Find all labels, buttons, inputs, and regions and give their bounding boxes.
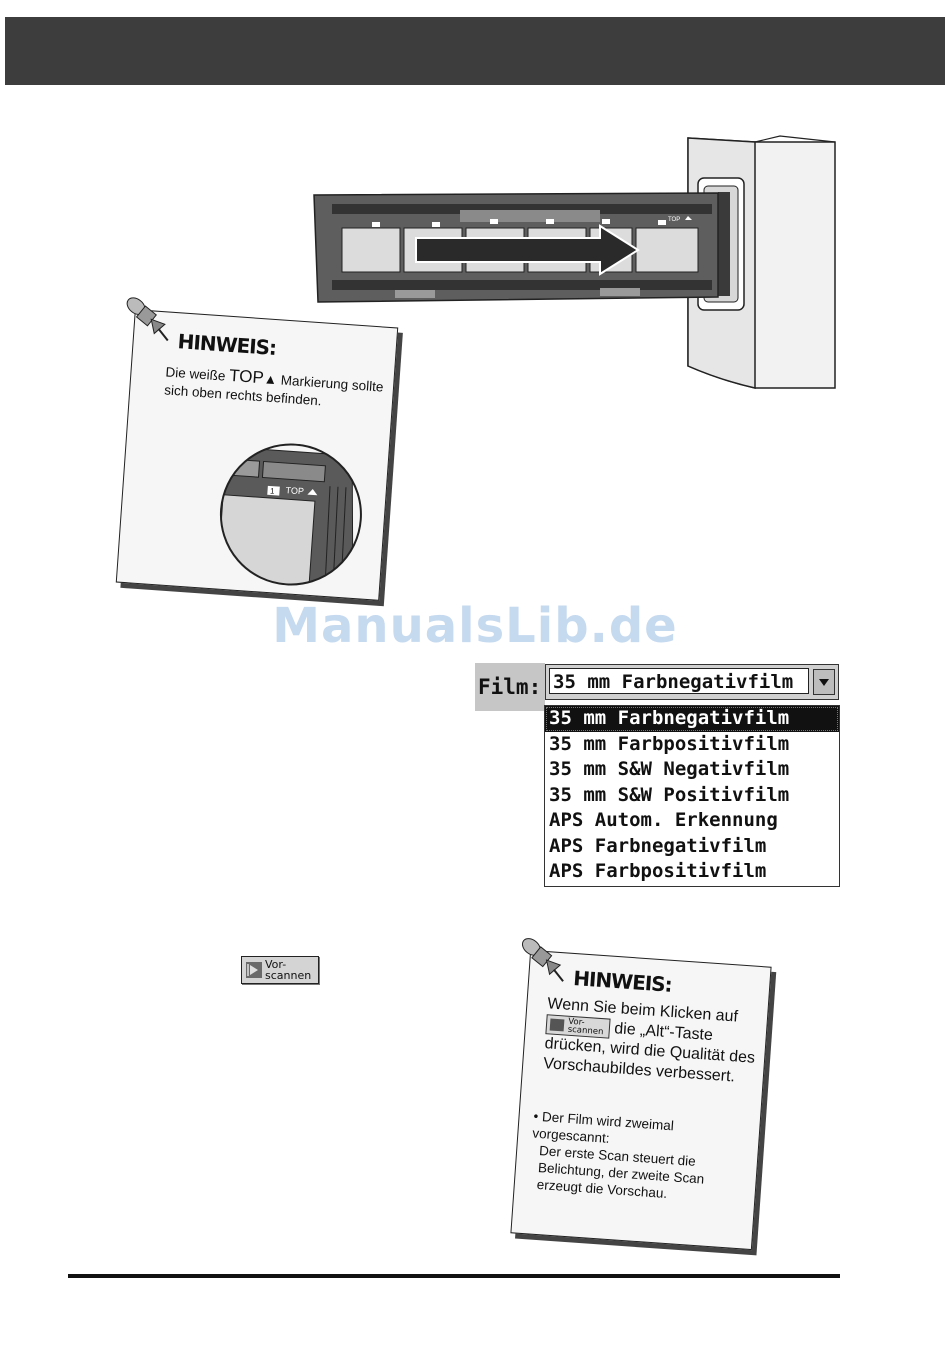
top-mark: TOP	[228, 365, 265, 388]
footer-rule	[68, 1274, 840, 1278]
film-holder: TOP	[313, 192, 719, 303]
film-option[interactable]: APS Farbpositivfilm	[549, 860, 767, 882]
note-title: HINWEIS:	[572, 966, 673, 997]
insert-direction-arrow	[415, 224, 640, 276]
film-type-dropdown[interactable]: 35 mm Farbnegativfilm	[545, 664, 839, 700]
film-option[interactable]: 35 mm S&W Negativfilm	[549, 758, 790, 780]
note-paragraph: Wenn Sie beim Klicken auf Vor- scannen d…	[542, 995, 756, 1086]
top-arrow-icon: ▲	[263, 371, 278, 388]
pushpin-icon	[126, 297, 169, 342]
watermark: ManualsLib.de	[272, 598, 678, 654]
prescan-button[interactable]: Vor- scannen	[241, 956, 319, 984]
note-title: HINWEIS:	[176, 329, 277, 361]
zoom-top-label: TOP	[285, 485, 304, 496]
note-top-orientation: HINWEIS: Die weiße TOP▲ Markierung sollt…	[115, 297, 399, 601]
film-option[interactable]: APS Farbnegativfilm	[549, 834, 767, 857]
prescan-icon	[246, 962, 262, 978]
film-label-background	[475, 663, 545, 711]
film-option[interactable]: 35 mm Farbpositivfilm	[549, 732, 790, 755]
pushpin-icon	[521, 938, 564, 982]
film-option[interactable]: 35 mm Farbnegativfilm	[545, 706, 839, 732]
film-option[interactable]: 35 mm S&W Positivfilm	[549, 783, 790, 806]
film-type-selected-value[interactable]: 35 mm Farbnegativfilm	[549, 668, 809, 694]
film-label: Film:	[478, 675, 542, 699]
header-bar	[5, 17, 945, 85]
note-bullet: • Der Film wird zweimal vorgescannt: Der…	[531, 1108, 705, 1202]
prescan-icon	[549, 1018, 565, 1032]
film-holder-illustration: TOP	[313, 135, 836, 389]
film-option[interactable]: APS Autom. Erkennung	[549, 809, 778, 831]
note-prescan-quality: HINWEIS: Wenn Sie beim Klicken auf Vor- …	[510, 938, 772, 1251]
zoom-frame-number: 1	[270, 487, 276, 496]
prescan-button-label: Vor- scannen	[265, 958, 312, 982]
zoom-detail-illustration: 1 TOP	[216, 439, 366, 590]
note-text: Die weiße TOP▲ Markierung sollte sich ob…	[163, 364, 384, 409]
film-type-option-list: 35 mm Farbnegativfilm 35 mm Farbpositivf…	[544, 705, 840, 887]
strip-top-mark: TOP	[668, 217, 680, 223]
chevron-down-icon[interactable]	[813, 669, 835, 695]
